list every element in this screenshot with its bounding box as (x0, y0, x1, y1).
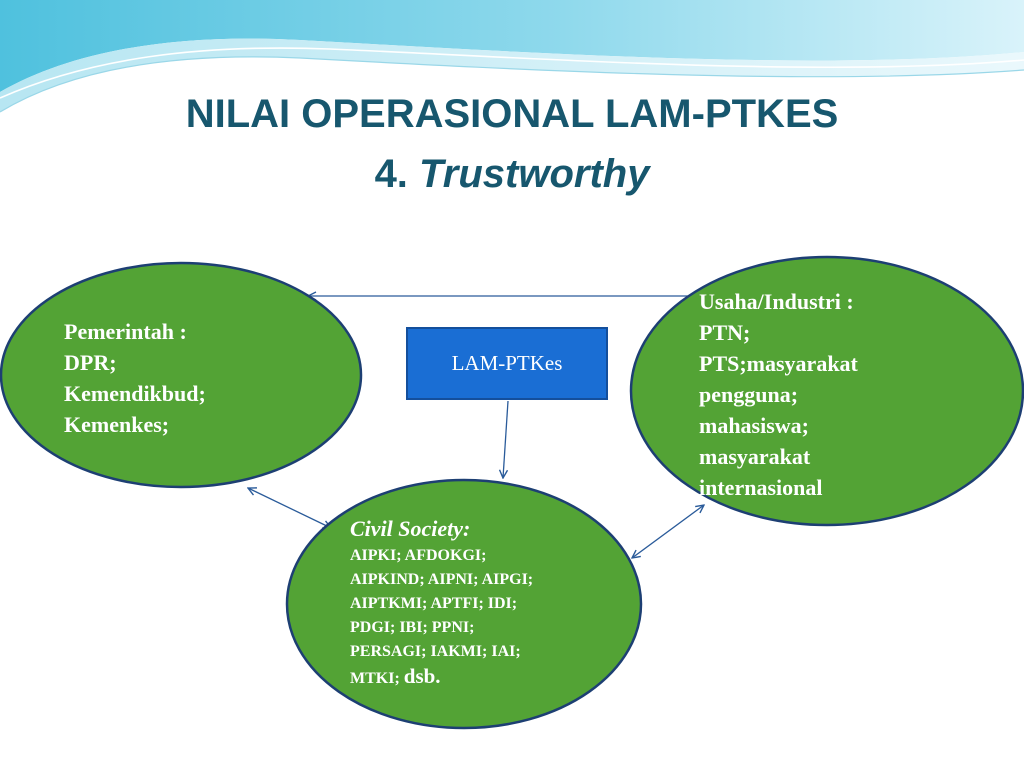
civil-society-line: PERSAGI; IAKMI; IAI; (350, 643, 521, 660)
subtitle-word: Trustworthy (419, 152, 650, 196)
government-node-text: Pemerintah : DPR; Kemendikbud; Kemenkes; (64, 316, 206, 440)
industry-ellipse (629, 255, 1024, 527)
industry-line: mahasiswa; (699, 413, 810, 438)
civil-society-last-line: MTKI; dsb. (350, 664, 533, 691)
government-line: Pemerintah : (64, 319, 187, 344)
industry-line: PTN; (699, 320, 751, 345)
lam-ptkes-box: LAM-PTKes (406, 327, 608, 400)
arrow-government-civil-society (248, 488, 331, 528)
industry-line: internasional (699, 475, 823, 500)
civil-society-node-text: Civil Society: AIPKI; AFDOKGI; AIPKIND; … (350, 514, 533, 691)
industry-line: masyarakat (699, 444, 811, 469)
civil-society-last-prefix: MTKI; (350, 670, 400, 687)
industry-line: Usaha/Industri : (699, 289, 854, 314)
arrow-civil-society-industry (632, 505, 704, 558)
page-subtitle: 4. Trustworthy (0, 152, 1024, 197)
civil-society-line: AIPTKMI; APTFI; IDI; (350, 595, 518, 612)
government-line: Kemenkes; (64, 412, 170, 437)
civil-society-line: AIPKI; AFDOKGI; (350, 547, 487, 564)
industry-line: PTS;masyarakat (699, 351, 858, 376)
government-line: DPR; (64, 350, 117, 375)
page-title: NILAI OPERASIONAL LAM-PTKES (185, 92, 839, 136)
civil-society-last-suffix: dsb. (403, 664, 441, 688)
subtitle-number: 4. (374, 152, 408, 196)
civil-society-line: AIPKIND; AIPNI; AIPGI; (350, 571, 534, 588)
arrow-lam-civil-society (503, 400, 509, 478)
civil-society-ellipse (285, 478, 643, 730)
connector-arrows (248, 296, 708, 558)
civil-society-list: AIPKI; AFDOKGI; AIPKIND; AIPNI; AIPGI; A… (350, 544, 533, 691)
government-line: Kemendikbud; (64, 381, 206, 406)
industry-node-text: Usaha/Industri : PTN; PTS;masyarakat pen… (699, 286, 858, 503)
lam-ptkes-label: LAM-PTKes (451, 351, 563, 375)
civil-society-heading: Civil Society: (350, 516, 471, 541)
government-ellipse (0, 261, 363, 489)
civil-society-line: PDGI; IBI; PPNI; (350, 619, 475, 636)
industry-line: pengguna; (699, 382, 799, 407)
header-wave-decoration (0, 0, 1024, 113)
